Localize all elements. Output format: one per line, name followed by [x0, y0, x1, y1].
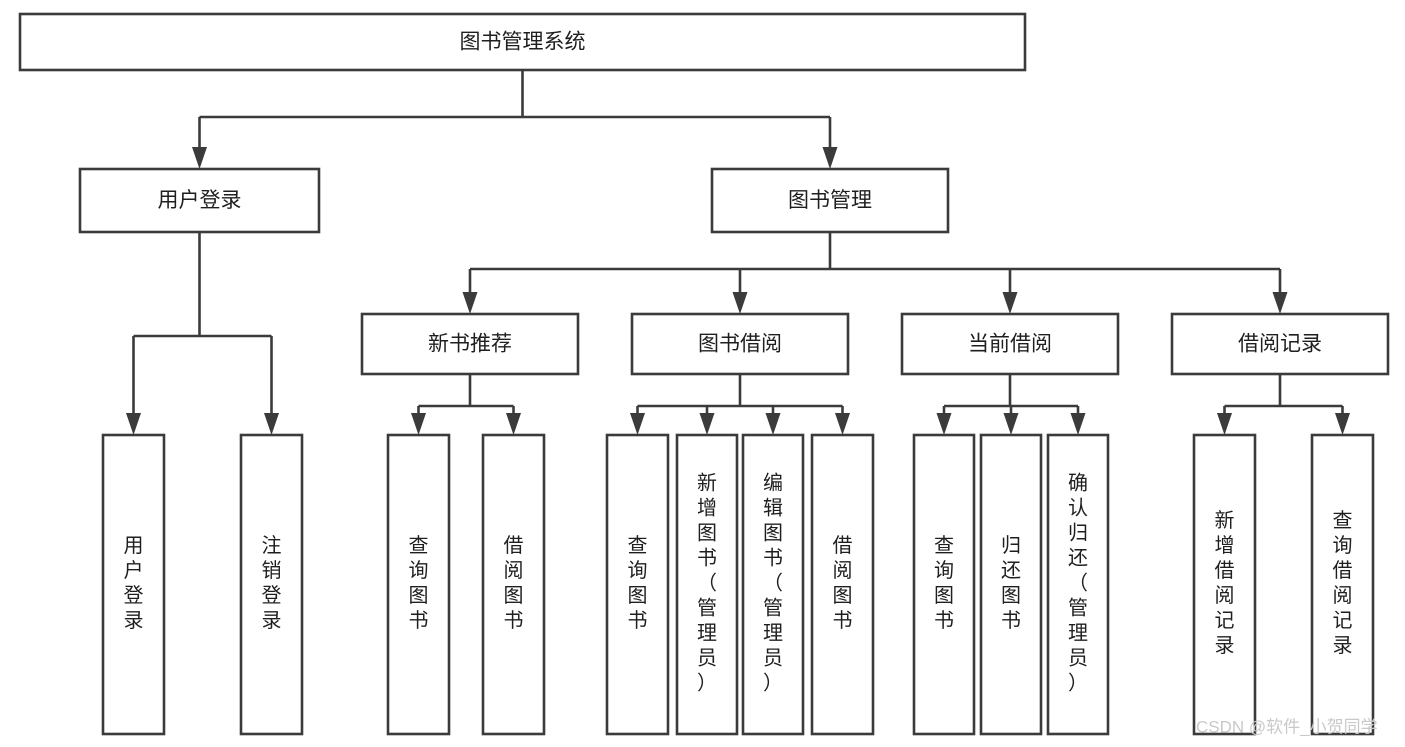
node-leaf-cur-return-book[interactable]: 归还图书 — [979, 433, 1043, 736]
node-leaf-rec-query-record[interactable]: 查询借阅记录 — [1310, 433, 1375, 736]
node-box[interactable] — [810, 433, 875, 736]
node-box[interactable] — [18, 12, 1027, 72]
node-box[interactable] — [101, 433, 166, 736]
arrow-head-icon — [192, 147, 207, 169]
connector-conn-borrow-record — [1217, 374, 1350, 435]
node-label: 查询图书 — [409, 534, 429, 632]
node-box[interactable] — [979, 433, 1043, 736]
arrow-head-icon — [264, 413, 279, 435]
node-leaf-borrow-borrow-book[interactable]: 借阅图书 — [810, 433, 875, 736]
node-label: 查询借阅记录 — [1333, 509, 1353, 657]
node-box[interactable] — [360, 312, 580, 376]
node-box[interactable] — [1192, 433, 1257, 736]
connector-conn-book-manage — [462, 232, 1288, 314]
node-label: 查询图书 — [934, 534, 954, 632]
node-box[interactable] — [386, 433, 451, 736]
node-box[interactable] — [481, 433, 546, 736]
node-box[interactable] — [675, 433, 739, 736]
node-label: 新增图书（管理员） — [697, 472, 717, 695]
node-label: 图书管理系统 — [460, 31, 586, 54]
node-leaf-logout[interactable]: 注销登录 — [239, 433, 304, 736]
node-leaf-borrow-add-book[interactable]: 新增图书（管理员） — [675, 433, 739, 736]
arrow-head-icon — [822, 147, 838, 169]
arrow-head-icon — [462, 292, 478, 314]
arrow-head-icon — [411, 413, 426, 435]
node-box[interactable] — [239, 433, 304, 736]
node-label: 用户登录 — [124, 535, 144, 632]
node-label: 查询图书 — [628, 534, 648, 632]
arrow-head-icon — [765, 413, 781, 435]
node-box[interactable] — [1310, 433, 1375, 736]
arrow-head-icon — [1217, 413, 1232, 435]
arrow-head-icon — [1070, 413, 1086, 435]
node-borrow-record[interactable]: 借阅记录 — [1170, 312, 1390, 376]
node-leaf-user-login[interactable]: 用户登录 — [101, 433, 166, 736]
arrow-head-icon — [1272, 292, 1288, 314]
node-leaf-cur-query-book[interactable]: 查询图书 — [912, 433, 976, 736]
arrow-head-icon — [835, 413, 850, 435]
connector-conn-new-book-rec — [411, 374, 521, 435]
node-box[interactable] — [741, 433, 805, 736]
connector-conn-root — [192, 70, 838, 169]
node-label: 图书借阅 — [698, 333, 782, 356]
node-label: 借阅图书 — [504, 534, 524, 632]
node-label: 当前借阅 — [968, 333, 1052, 356]
arrow-head-icon — [126, 413, 141, 435]
node-book-borrow[interactable]: 图书借阅 — [630, 312, 850, 376]
watermark-layer: CSDN @软件_小贺同学 — [1196, 717, 1378, 736]
node-box[interactable] — [78, 167, 321, 234]
node-label: 确认归还（管理员） — [1068, 472, 1088, 695]
node-label: 新书推荐 — [428, 333, 512, 356]
node-label: 借阅记录 — [1238, 333, 1322, 356]
connectors-layer — [126, 70, 1350, 435]
connector-conn-book-borrow — [630, 374, 850, 435]
arrow-head-icon — [1335, 413, 1350, 435]
node-box[interactable] — [912, 433, 976, 736]
arrow-head-icon — [1003, 413, 1019, 435]
node-root[interactable]: 图书管理系统 — [18, 12, 1027, 72]
node-leaf-rec-borrow-book[interactable]: 借阅图书 — [481, 433, 546, 736]
node-leaf-cur-confirm-return[interactable]: 确认归还（管理员） — [1046, 433, 1110, 736]
node-box[interactable] — [605, 433, 670, 736]
node-label: 用户登录 — [158, 189, 242, 212]
csdn-watermark: CSDN @软件_小贺同学 — [1196, 717, 1378, 736]
node-new-book-rec[interactable]: 新书推荐 — [360, 312, 580, 376]
node-label: 新增借阅记录 — [1215, 509, 1235, 657]
node-leaf-rec-query-book[interactable]: 查询图书 — [386, 433, 451, 736]
node-label: 注销登录 — [262, 534, 282, 632]
node-label: 借阅图书 — [833, 534, 853, 632]
node-box[interactable] — [630, 312, 850, 376]
node-label: 编辑图书（管理员） — [763, 472, 783, 695]
node-label: 图书管理 — [788, 189, 872, 212]
arrow-head-icon — [630, 413, 645, 435]
node-leaf-rec-add-record[interactable]: 新增借阅记录 — [1192, 433, 1257, 736]
node-leaf-borrow-query-book[interactable]: 查询图书 — [605, 433, 670, 736]
node-book-manage[interactable]: 图书管理 — [710, 167, 950, 234]
arrow-head-icon — [699, 413, 715, 435]
node-user-login[interactable]: 用户登录 — [78, 167, 321, 234]
nodes-layer: 图书管理系统用户登录图书管理新书推荐图书借阅当前借阅借阅记录用户登录注销登录查询… — [18, 12, 1390, 736]
node-box[interactable] — [900, 312, 1120, 376]
arrow-head-icon — [1002, 292, 1018, 314]
node-leaf-borrow-edit-book[interactable]: 编辑图书（管理员） — [741, 433, 805, 736]
node-box[interactable] — [1046, 433, 1110, 736]
node-label: 归还图书 — [1001, 534, 1021, 632]
connector-conn-user-login — [126, 232, 279, 435]
connector-conn-current-borrow — [936, 374, 1086, 435]
arrow-head-icon — [936, 413, 952, 435]
node-box[interactable] — [710, 167, 950, 234]
node-current-borrow[interactable]: 当前借阅 — [900, 312, 1120, 376]
arrow-head-icon — [732, 292, 748, 314]
node-box[interactable] — [1170, 312, 1390, 376]
arrow-head-icon — [506, 413, 521, 435]
